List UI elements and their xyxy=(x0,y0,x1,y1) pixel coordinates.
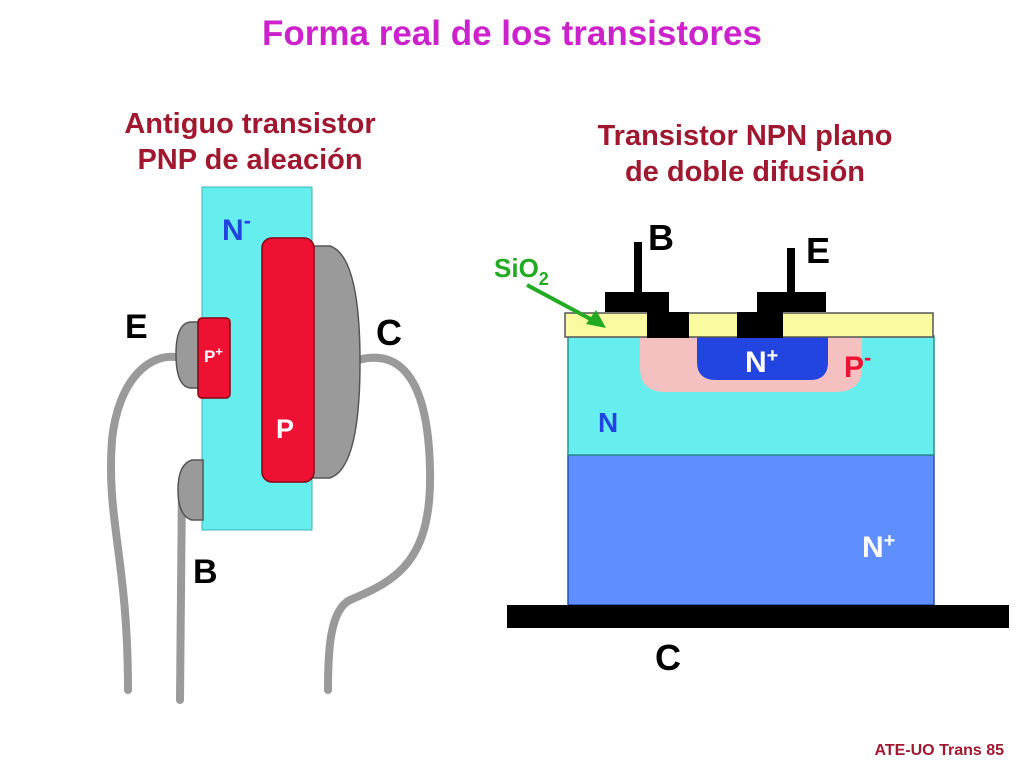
n-epi-label: N xyxy=(598,407,618,438)
emitter-wire xyxy=(106,352,186,694)
n-plus-substrate-label: N+ xyxy=(862,530,895,564)
base-contact xyxy=(177,459,204,521)
left-subtitle-line2: PNP de aleación xyxy=(137,144,363,176)
p-plus-emitter-region xyxy=(197,317,231,399)
p-plus-label: P+ xyxy=(204,344,223,366)
n-plus-emitter-label: N+ xyxy=(745,345,778,379)
base-metal-via xyxy=(647,312,689,338)
n-plus-substrate xyxy=(567,454,935,606)
base-terminal-label: B xyxy=(193,553,218,591)
sio2-pointer-arrow xyxy=(526,283,597,324)
base-metal-pad xyxy=(605,292,669,312)
p-label: P xyxy=(276,414,294,444)
n-plus-emitter-diffusion xyxy=(697,336,828,380)
emitter-metal-pad xyxy=(757,292,826,312)
base-wire xyxy=(176,478,186,704)
right-subtitle-line1: Transistor NPN plano xyxy=(597,120,893,152)
left-diagram-subtitle: Antiguo transistor PNP de aleación xyxy=(90,106,410,178)
right-subtitle-line2: de doble difusión xyxy=(624,156,866,188)
emitter-terminal-label: E xyxy=(806,230,830,271)
right-diagram-subtitle: Transistor NPN plano de doble difusión xyxy=(545,118,945,190)
alloy-pnp-transistor: N- P+ P E C B xyxy=(106,186,435,704)
collector-contact xyxy=(311,245,361,479)
page-title: Forma real de los transistores xyxy=(262,14,762,53)
emitter-lead xyxy=(787,248,795,294)
base-lead xyxy=(634,242,642,294)
planar-npn-transistor: SiO2 B E N+ P- N N+ C xyxy=(494,217,1009,678)
emitter-contact xyxy=(175,321,201,389)
left-subtitle-line1: Antiguo transistor xyxy=(124,108,376,140)
collector-metal-plate xyxy=(507,605,1009,628)
p-collector-region xyxy=(261,237,315,483)
collector-terminal-label: C xyxy=(655,637,681,678)
slide-footer: ATE-UO Trans 85 xyxy=(874,742,1004,759)
sio2-arrow-head xyxy=(586,310,606,328)
n-minus-label: N- xyxy=(222,208,251,247)
emitter-terminal-label: E xyxy=(125,308,148,346)
emitter-metal-via xyxy=(737,312,783,338)
base-terminal-label: B xyxy=(648,217,674,258)
sio2-label: SiO2 xyxy=(494,253,549,289)
collector-wire xyxy=(324,353,435,694)
collector-terminal-label: C xyxy=(376,312,402,353)
p-minus-label: P- xyxy=(844,345,871,384)
